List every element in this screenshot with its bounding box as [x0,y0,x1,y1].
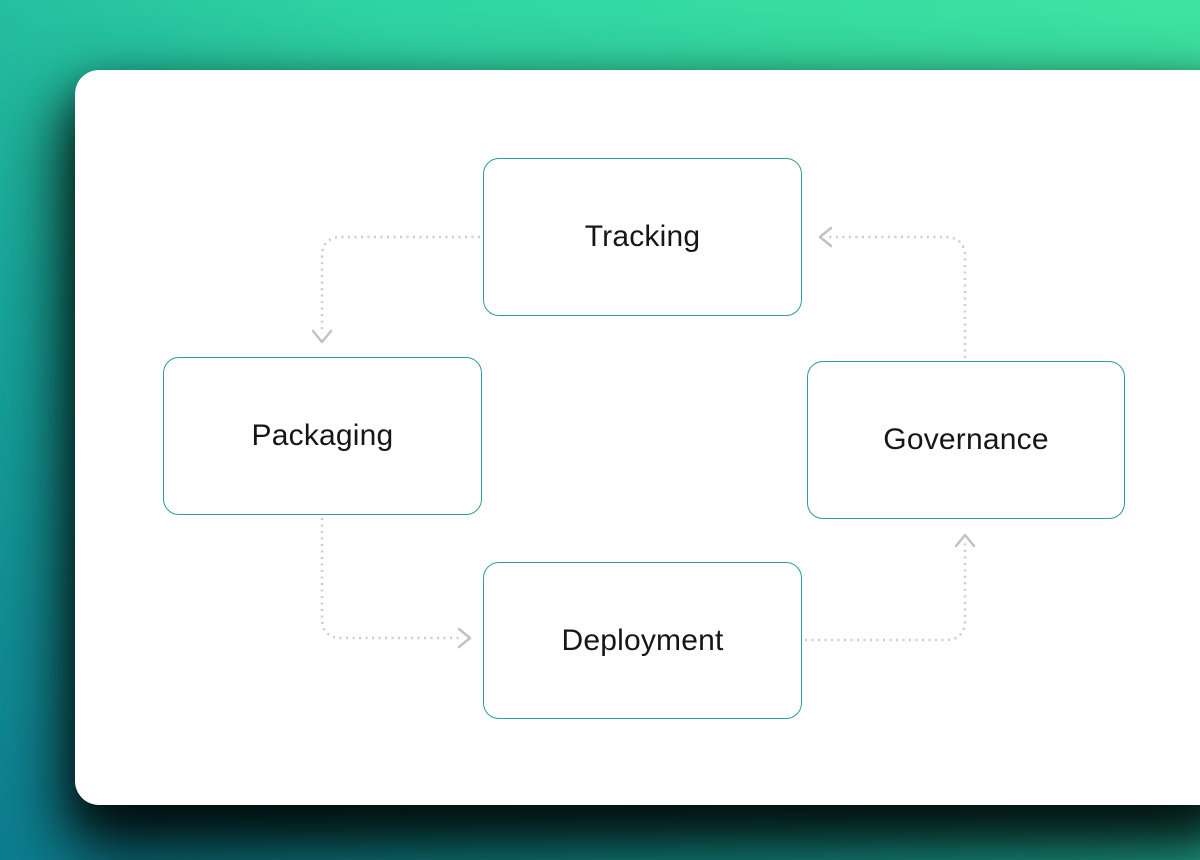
node-governance: Governance [807,361,1125,519]
arrowhead-right-icon [457,627,472,649]
connector-packaging-to-deployment [320,518,472,649]
arrowhead-up-icon [954,533,976,548]
connector-governance-to-tracking [818,226,967,358]
arrowhead-down-icon [311,329,333,344]
arrowhead-left-icon [818,226,833,248]
connector-deployment-to-governance [805,533,976,642]
node-deployment: Deployment [483,562,802,719]
node-packaging-label: Packaging [251,419,394,452]
node-tracking: Tracking [483,158,802,316]
connector-tracking-to-packaging [311,235,480,344]
node-packaging: Packaging [163,357,482,515]
node-tracking-label: Tracking [584,220,701,253]
node-deployment-label: Deployment [561,623,724,657]
node-governance-label: Governance [883,423,1049,456]
